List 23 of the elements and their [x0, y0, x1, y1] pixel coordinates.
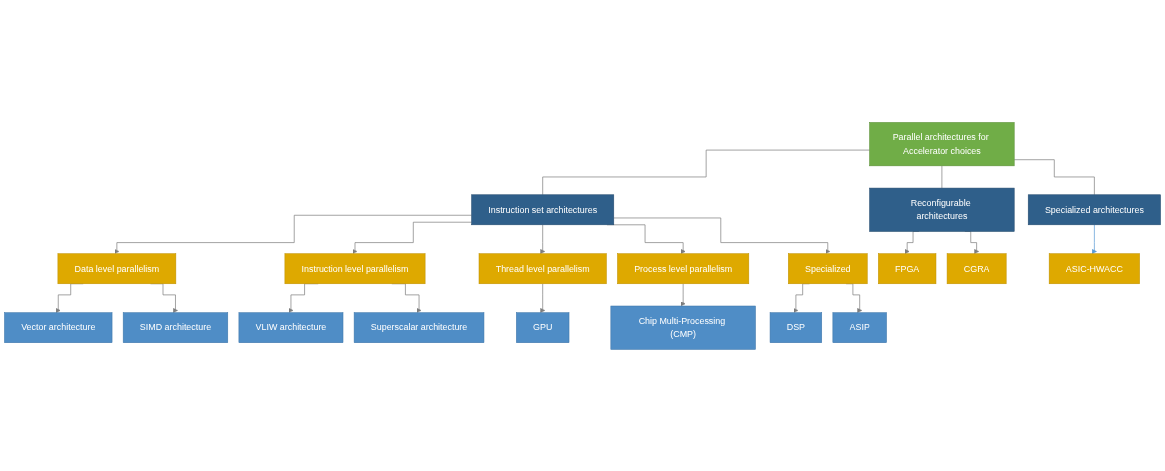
node-box: Process level parallelism	[617, 253, 750, 284]
node-box: Thread level parallelism	[478, 253, 607, 284]
node-box: Instruction set architectures	[471, 194, 615, 225]
node-box: Parallel architectures for Accelerator choices	[869, 121, 1015, 166]
node-box: Data level parallelism	[57, 253, 177, 284]
node-box: SIMD architecture	[122, 312, 229, 343]
connector	[542, 149, 870, 195]
connector	[1013, 158, 1095, 195]
node-box: Superscalar architecture	[353, 312, 485, 343]
connector	[941, 165, 943, 188]
node-box: Reconfigurable architectures	[869, 187, 1015, 232]
node-box: ASIP	[832, 312, 887, 343]
node-box: Specialized	[788, 253, 868, 284]
node-box: FPGA	[878, 253, 937, 284]
node-box: VLIW architecture	[238, 312, 344, 343]
node-box: Specialized architectures	[1027, 194, 1161, 225]
node-box: ASIC-HWACC	[1048, 253, 1140, 284]
node-box: Instruction level parallelism	[284, 253, 426, 284]
node-box: CGRA	[946, 253, 1007, 284]
node-box: GPU	[516, 312, 570, 343]
node-box: Vector architecture	[4, 312, 113, 343]
node-box: Chip Multi-Processing (CMP)	[610, 305, 756, 350]
node-box: DSP	[769, 312, 822, 343]
